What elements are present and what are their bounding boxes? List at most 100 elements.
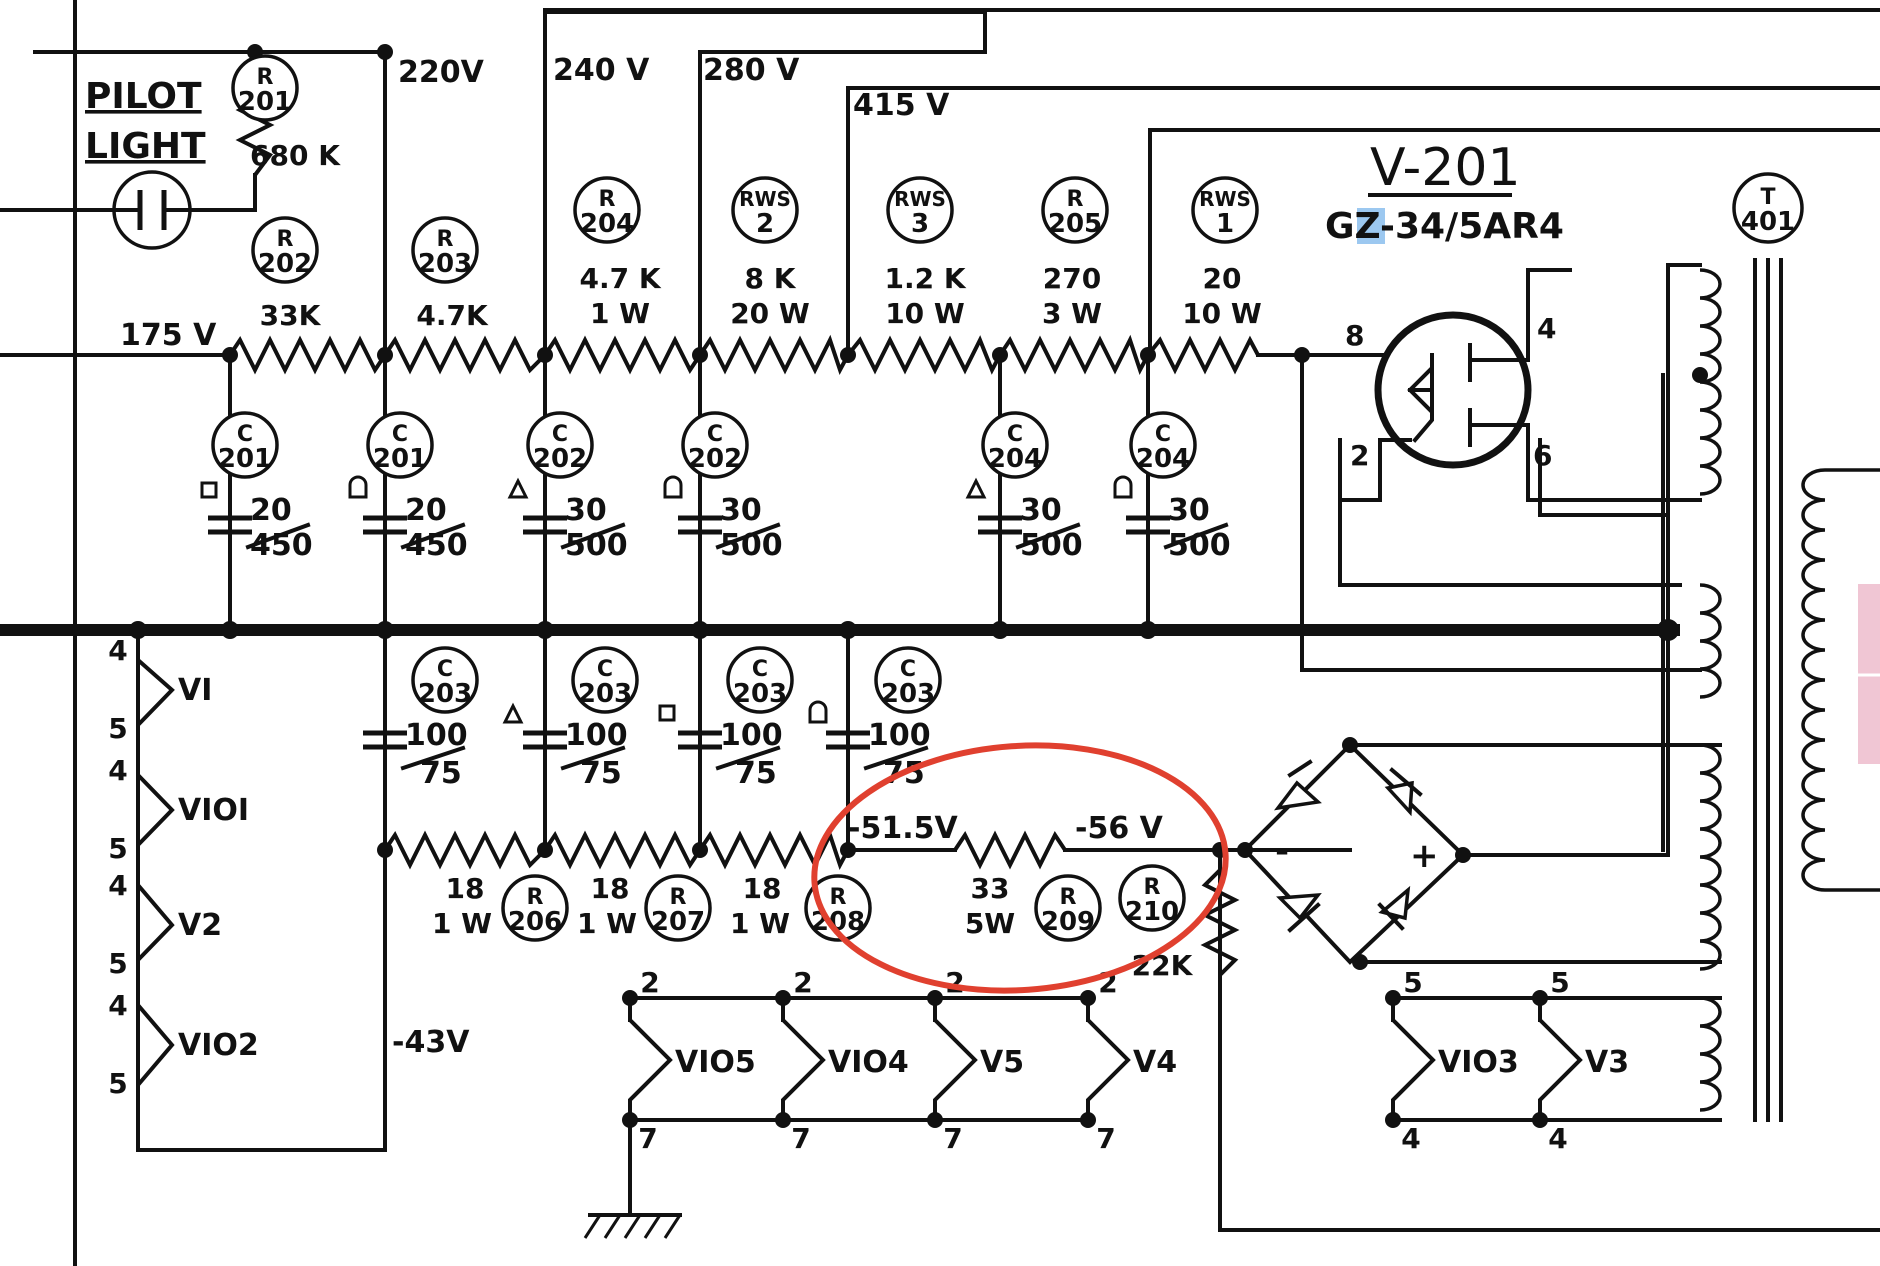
capacitor-c201b xyxy=(363,515,407,535)
heater-left-pin-top-2: 4 xyxy=(108,869,127,902)
resistor-rating-8: 1 W xyxy=(432,907,492,940)
svg-text:T: T xyxy=(1760,185,1775,210)
capacitor-bottom-badge-0-num: 203 xyxy=(418,679,472,709)
voltage-415: 415 V xyxy=(853,88,950,123)
capacitor-top-badge-4-circle xyxy=(981,411,1049,479)
voltage-280: 280 V xyxy=(703,53,800,88)
resistor-value-12: 22K xyxy=(1132,949,1194,982)
resistor-badge-12-num: 210 xyxy=(1125,897,1179,927)
transformer-icon xyxy=(1699,258,1880,1122)
voltage-neg-43: -43V xyxy=(392,1025,470,1060)
resistor-badge-0-circle xyxy=(231,54,299,122)
resistor-badge-6-id: R xyxy=(1067,187,1084,212)
capacitor-top-value-5: 30 xyxy=(1168,493,1210,528)
capacitor-top-value-0: 20 xyxy=(250,493,292,528)
heater-left-name-0: VI xyxy=(178,673,212,708)
heater-bottom-pin-top-4: 5 xyxy=(1403,966,1422,999)
heater-bottom-pin-bottom-3: 7 xyxy=(1096,1122,1115,1155)
resistor-badge-11-id: R xyxy=(1060,885,1077,910)
heater-bottom-name-5: V3 xyxy=(1585,1045,1629,1080)
capacitor-bottom-badge-1-id: C xyxy=(597,657,613,682)
resistor-badge-11-num: 209 xyxy=(1041,907,1095,937)
capacitor-c204a xyxy=(978,515,1022,535)
heater-left-pin-top-0: 4 xyxy=(108,634,127,667)
resistor-rating-5: 10 W xyxy=(885,297,965,330)
capacitor-top-badge-1-circle xyxy=(366,411,434,479)
capacitor-top-badge-0-id: C xyxy=(237,422,253,447)
capacitor-bottom-slash-3 xyxy=(863,745,929,771)
capacitor-top-badge-5-id: C xyxy=(1155,422,1171,447)
bridge-rectifier-icon xyxy=(1242,742,1466,965)
rectifier-tube-icon xyxy=(1300,268,1702,502)
capacitor-bottom-voltage-2: 75 xyxy=(735,756,777,791)
capacitor-labels: C20120450C20120450C20230500C20230500C204… xyxy=(211,411,1231,791)
capacitor-top-voltage-3: 500 xyxy=(720,528,783,563)
tube-pin-2: 2 xyxy=(1350,439,1369,472)
heater-left-name-2: V2 xyxy=(178,908,222,943)
capacitor-bottom-voltage-0: 75 xyxy=(420,756,462,791)
capacitor-top-value-1: 20 xyxy=(405,493,447,528)
resistor-badge-0-num: 201 xyxy=(238,87,292,117)
resistor-value-7: 20 xyxy=(1203,262,1242,295)
resistor-badge-5-circle xyxy=(886,176,954,244)
capacitor-top-slash-5 xyxy=(1163,522,1229,550)
resistor-badge-7-circle xyxy=(1191,176,1259,244)
resistor-badge-2-id: R xyxy=(437,227,454,252)
capacitor-bottom-value-2: 100 xyxy=(720,718,783,753)
resistor-badge-9-circle xyxy=(644,874,712,942)
resistor-badge-7-num: 1 xyxy=(1216,209,1234,239)
capacitor-bottom-value-1: 100 xyxy=(565,718,628,753)
capacitor-top-voltage-0: 450 xyxy=(250,528,313,563)
heater-left-pin-top-1: 4 xyxy=(108,754,127,787)
resistor-rating-4: 20 W xyxy=(730,297,810,330)
capacitor-bottom-badge-3-num: 203 xyxy=(881,679,935,709)
capacitor-top-badge-5-circle xyxy=(1129,411,1197,479)
bottom-heaters xyxy=(628,996,1583,1120)
voltage-240: 240 V xyxy=(553,53,650,88)
resistor-rating-7: 10 W xyxy=(1182,297,1262,330)
pilot-label: PILOT LIGHT xyxy=(85,76,206,167)
capacitor-top-badge-2-num: 202 xyxy=(533,444,587,474)
capacitor-bottom-slash-0 xyxy=(400,745,466,771)
resistor-badge-3-id: R xyxy=(599,187,616,212)
capacitor-top-badge-3-num: 202 xyxy=(688,444,742,474)
capacitor-bottom-badge-2-circle xyxy=(726,646,794,714)
resistor-value-2: 4.7K xyxy=(416,299,489,332)
heater-bottom-name-1: VIO4 xyxy=(828,1045,909,1080)
heater-left-name-3: VIO2 xyxy=(178,1028,259,1063)
resistor-value-5: 1.2 K xyxy=(884,262,966,295)
resistor-badge-1-num: 202 xyxy=(258,249,312,279)
capacitor-bottom-voltage-1: 75 xyxy=(580,756,622,791)
resistor-rating-6: 3 W xyxy=(1042,297,1102,330)
svg-text:401: 401 xyxy=(1741,207,1795,237)
capacitor-bottom-badge-3-id: C xyxy=(900,657,916,682)
capacitor-top-value-3: 30 xyxy=(720,493,762,528)
resistor-value-1: 33K xyxy=(260,299,322,332)
resistor-value-3: 4.7 K xyxy=(579,262,661,295)
resistor-badge-0-id: R xyxy=(257,65,274,90)
voltage-neg-56: -56 V xyxy=(1075,811,1164,846)
heater-bottom-pin-top-5: 5 xyxy=(1550,966,1569,999)
capacitor-top-badge-3-circle xyxy=(681,411,749,479)
heater-bottom-pin-bottom-4: 4 xyxy=(1401,1122,1420,1155)
capacitor-markers xyxy=(200,475,1133,724)
resistor-value-10: 18 xyxy=(743,872,782,905)
capacitor-top-voltage-4: 500 xyxy=(1020,528,1083,563)
resistor-badge-12-id: R xyxy=(1144,875,1161,900)
